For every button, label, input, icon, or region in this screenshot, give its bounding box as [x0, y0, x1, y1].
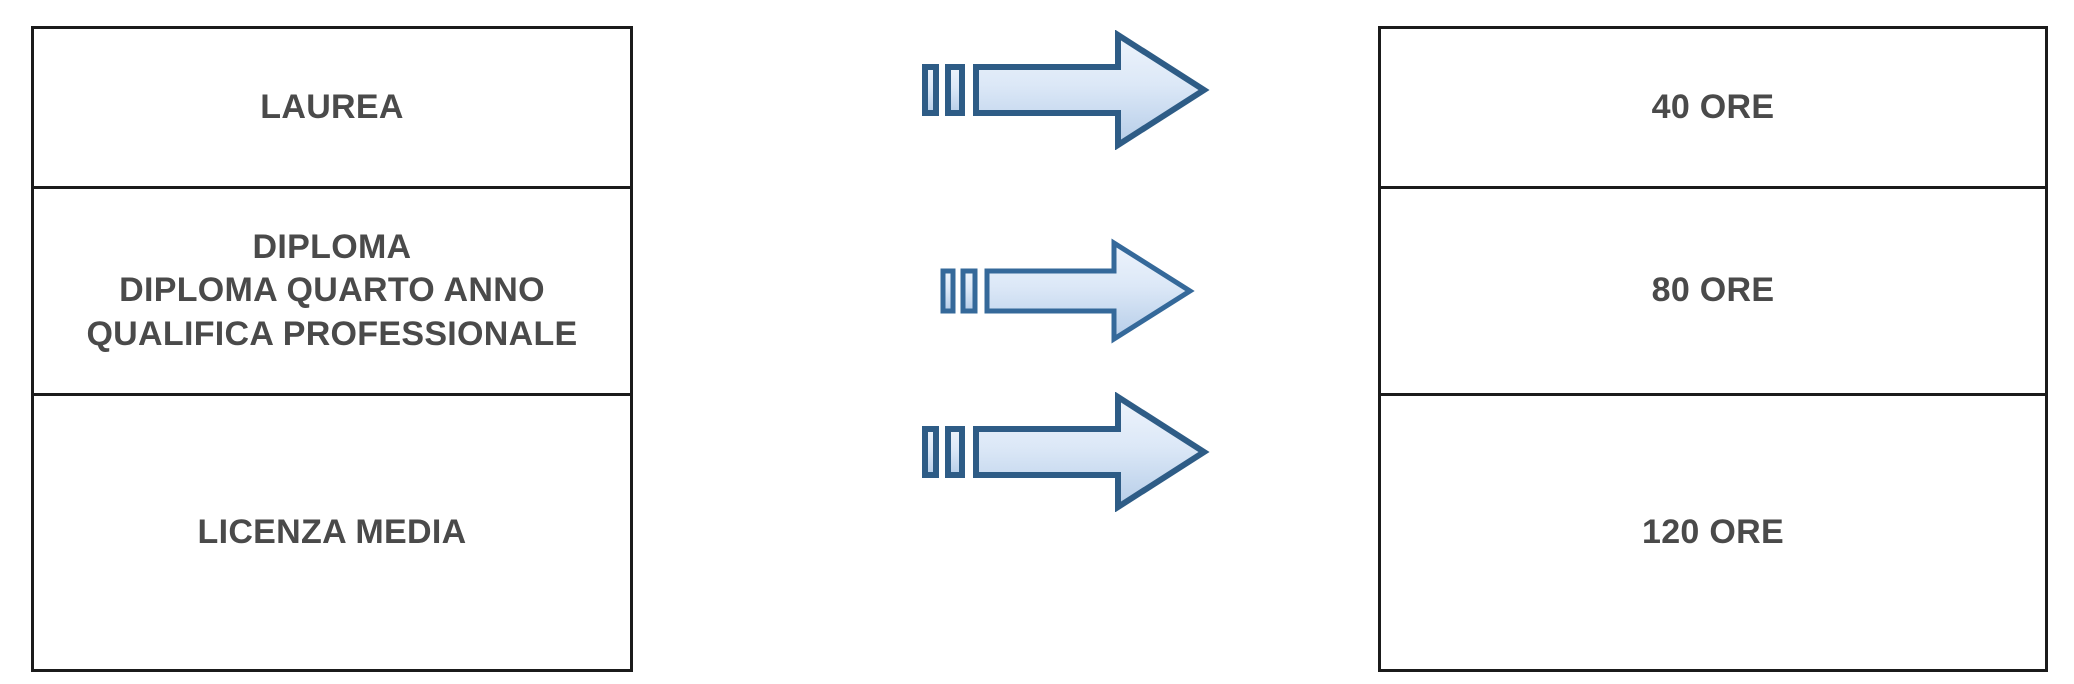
qualification-line: DIPLOMA — [252, 227, 412, 266]
right-arrow-icon — [922, 30, 1210, 150]
qualification-line: DIPLOMA QUARTO ANNO — [119, 271, 545, 310]
qualification-text-2: DIPLOMA DIPLOMA QUARTO ANNO QUALIFICA PR… — [86, 226, 577, 357]
hours-cell-2: 80 ORE — [1381, 186, 2045, 393]
qualification-text-1: LAUREA — [260, 86, 403, 130]
qualifications-column: LAUREA DIPLOMA DIPLOMA QUARTO ANNO QUALI… — [31, 26, 633, 672]
hours-cell-1: 40 ORE — [1381, 29, 2045, 186]
hours-value: 40 ORE — [1651, 87, 1775, 126]
qualification-line: LAUREA — [260, 87, 404, 126]
qualification-cell-1: LAUREA — [34, 29, 630, 186]
hours-cell-3: 120 ORE — [1381, 393, 2045, 669]
hours-value: 80 ORE — [1651, 271, 1775, 310]
hours-column: 40 ORE 80 ORE 120 ORE — [1378, 26, 2048, 672]
qualification-line: QUALIFICA PROFESSIONALE — [86, 314, 578, 353]
right-arrow-icon — [922, 392, 1210, 512]
right-arrow-icon — [940, 238, 1196, 344]
hours-value: 120 ORE — [1642, 512, 1784, 551]
qualification-cell-2: DIPLOMA DIPLOMA QUARTO ANNO QUALIFICA PR… — [34, 186, 630, 393]
qualification-line: LICENZA MEDIA — [197, 512, 467, 551]
qualification-cell-3: LICENZA MEDIA — [34, 393, 630, 669]
arrow-column — [700, 26, 1360, 672]
qualification-text-3: LICENZA MEDIA — [198, 511, 467, 555]
